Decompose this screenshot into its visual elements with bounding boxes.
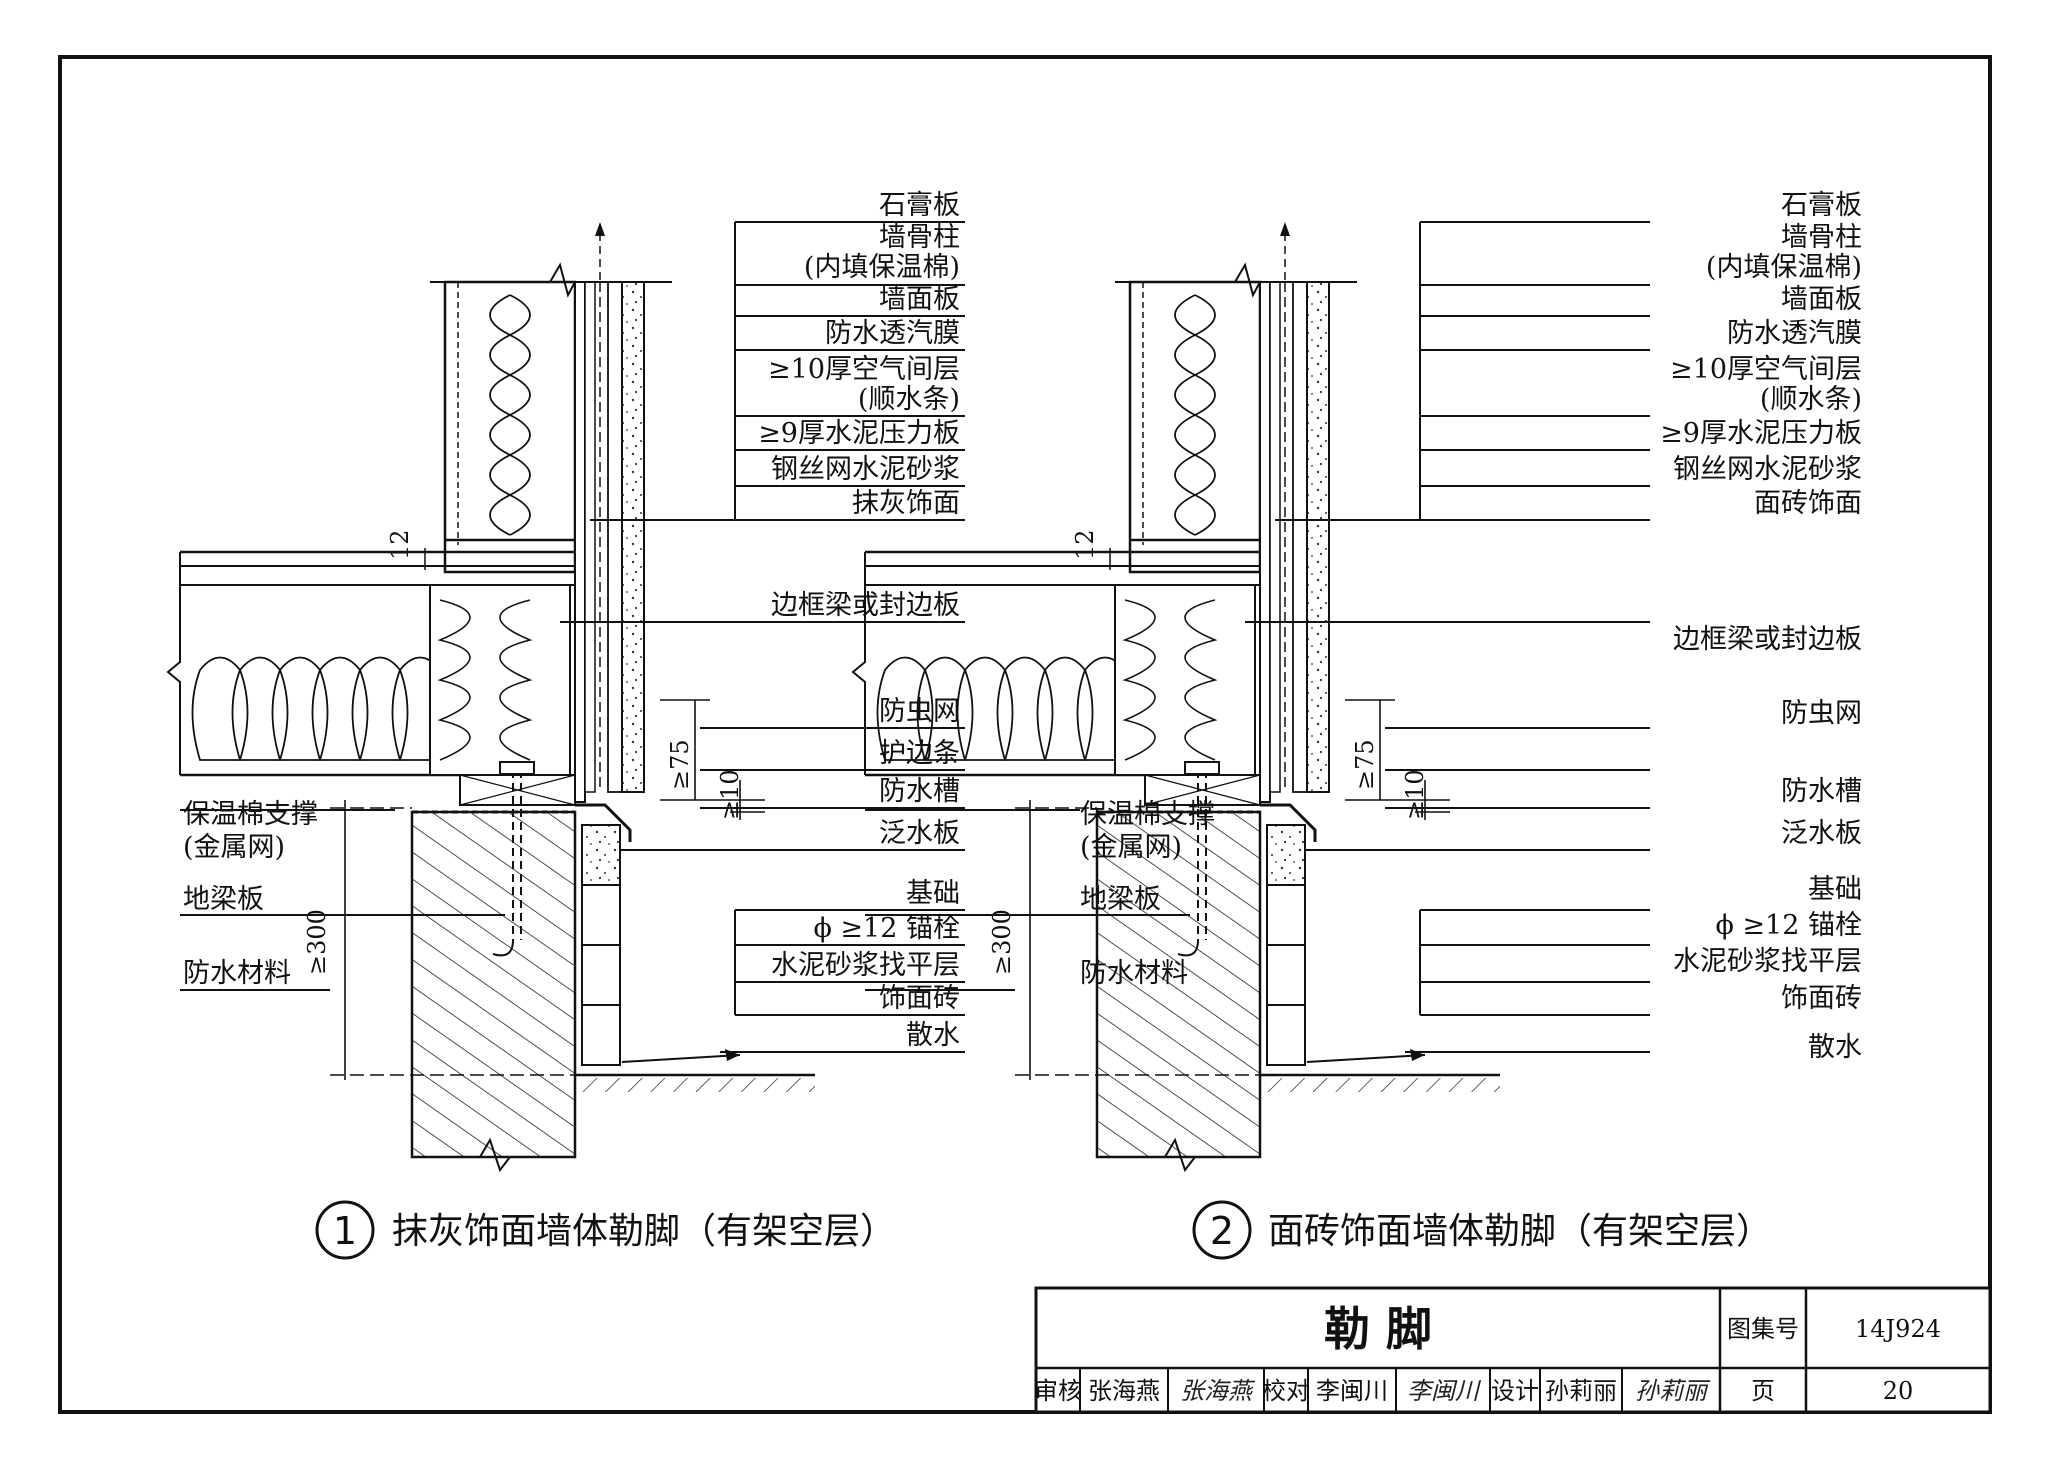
reviewer-signature: 张海燕 bbox=[1180, 1377, 1256, 1405]
label-batten: (顺水条) bbox=[1760, 384, 1862, 415]
dim-10: ≥10 bbox=[716, 769, 744, 820]
checker-signature: 李闽川 bbox=[1407, 1377, 1482, 1405]
detail-2-number-circle bbox=[1192, 1200, 1252, 1260]
designer-signature: 孙莉丽 bbox=[1635, 1377, 1711, 1405]
label-drip-groove: 防水槽 bbox=[879, 776, 960, 807]
label-apron: 散水 bbox=[906, 1020, 960, 1051]
sheet-border bbox=[58, 55, 1992, 1414]
label-finish: 面砖饰面 bbox=[1754, 488, 1862, 519]
label-air-gap: ≥10厚空气间层 bbox=[1670, 354, 1862, 385]
dim-300: ≥300 bbox=[988, 909, 1016, 975]
label-flashing: 泛水板 bbox=[879, 818, 960, 849]
label-insulation-support: 保温棉支撑 bbox=[1080, 799, 1215, 830]
design-label: 设计 bbox=[1491, 1377, 1539, 1405]
label-sheathing: 墙面板 bbox=[1781, 284, 1862, 315]
detail-1-title: 抹灰饰面墙体勒脚（有架空层） bbox=[392, 1211, 896, 1252]
label-rim-beam: 边框梁或封边板 bbox=[1673, 624, 1862, 655]
label-sill-plate: 地梁板 bbox=[1080, 884, 1161, 915]
label-flashing: 泛水板 bbox=[1781, 818, 1862, 849]
label-finish: 抹灰饰面 bbox=[852, 488, 960, 519]
label-foundation: 基础 bbox=[906, 878, 960, 909]
checker-name: 李闽川 bbox=[1316, 1377, 1388, 1405]
label-waterproofing: 防水材料 bbox=[183, 958, 291, 989]
label-mesh-mortar: 钢丝网水泥砂浆 bbox=[771, 454, 960, 485]
detail-2-labels: 石膏板 墙骨柱 (内填保温棉) 墙面板 防水透汽膜 ≥10厚空气间层 (顺水条)… bbox=[988, 190, 1862, 1260]
detail-1-number: 1 bbox=[333, 1209, 357, 1253]
detail-2-number: 2 bbox=[1210, 1209, 1234, 1253]
label-cement-board: ≥9厚水泥压力板 bbox=[758, 418, 960, 449]
label-insulation-fill: (内填保温棉) bbox=[804, 252, 960, 283]
label-gypsum-board: 石膏板 bbox=[879, 190, 960, 221]
label-insulation-support: 保温棉支撑 bbox=[183, 799, 318, 830]
review-label: 审核 bbox=[1034, 1377, 1082, 1405]
label-facing-tile: 饰面砖 bbox=[1781, 983, 1862, 1014]
label-wall-stud: 墙骨柱 bbox=[1781, 222, 1862, 253]
atlas-number-label: 图集号 bbox=[1727, 1315, 1799, 1343]
dim-10: ≥10 bbox=[1401, 769, 1429, 820]
reviewer-name: 张海燕 bbox=[1088, 1377, 1160, 1405]
label-air-gap: ≥10厚空气间层 bbox=[768, 354, 960, 385]
label-gypsum-board: 石膏板 bbox=[1781, 190, 1862, 221]
label-insect-screen: 防虫网 bbox=[1781, 698, 1862, 729]
detail-1-number-circle bbox=[315, 1200, 375, 1260]
label-membrane: 防水透汽膜 bbox=[825, 318, 960, 349]
detail-2-drawing bbox=[851, 220, 1652, 1172]
label-insect-screen: 防虫网 bbox=[879, 696, 960, 727]
label-foundation: 基础 bbox=[1808, 874, 1862, 905]
label-metal-mesh: (金属网) bbox=[183, 832, 285, 863]
label-wall-stud: 墙骨柱 bbox=[879, 222, 960, 253]
label-anchor-bolt: ϕ ≥12 锚栓 bbox=[813, 913, 960, 944]
label-leveling-layer: 水泥砂浆找平层 bbox=[1673, 946, 1862, 977]
dim-300: ≥300 bbox=[303, 909, 331, 975]
page-number: 20 bbox=[1883, 1377, 1914, 1405]
dim-75: ≥75 bbox=[666, 739, 694, 790]
drawing-title: 勒 脚 bbox=[1324, 1302, 1432, 1356]
label-anchor-bolt: ϕ ≥12 锚栓 bbox=[1715, 910, 1862, 941]
detail-1-labels: 石膏板 墙骨柱 (内填保温棉) 墙面板 防水透汽膜 ≥10厚空气间层 (顺水条)… bbox=[183, 190, 960, 1260]
detail-1-drawing bbox=[166, 221, 965, 1173]
label-rim-beam: 边框梁或封边板 bbox=[771, 590, 960, 621]
page-label: 页 bbox=[1751, 1377, 1775, 1405]
label-sheathing: 墙面板 bbox=[879, 284, 960, 315]
label-metal-mesh: (金属网) bbox=[1080, 832, 1182, 863]
label-leveling-layer: 水泥砂浆找平层 bbox=[771, 950, 960, 981]
dim-12: 12 bbox=[1071, 529, 1099, 560]
label-drip-groove: 防水槽 bbox=[1781, 776, 1862, 807]
designer-name: 孙莉丽 bbox=[1545, 1377, 1617, 1405]
label-cement-board: ≥9厚水泥压力板 bbox=[1660, 418, 1862, 449]
dim-75: ≥75 bbox=[1351, 739, 1379, 790]
detail-2-title: 面砖饰面墙体勒脚（有架空层） bbox=[1268, 1211, 1772, 1252]
label-edge-trim: 护边条 bbox=[879, 738, 960, 769]
label-batten: (顺水条) bbox=[858, 384, 960, 415]
title-block: 勒 脚 图集号 14J924 页 20 审核 张海燕 张海燕 校对 李闽川 李闽… bbox=[1034, 1286, 1992, 1414]
label-waterproofing: 防水材料 bbox=[1080, 958, 1188, 989]
label-sill-plate: 地梁板 bbox=[183, 884, 264, 915]
atlas-number: 14J924 bbox=[1855, 1315, 1941, 1343]
label-apron: 散水 bbox=[1808, 1032, 1862, 1063]
check-label: 校对 bbox=[1262, 1377, 1310, 1405]
label-mesh-mortar: 钢丝网水泥砂浆 bbox=[1673, 454, 1862, 485]
label-facing-tile: 饰面砖 bbox=[879, 983, 960, 1014]
dim-12: 12 bbox=[386, 529, 414, 560]
label-insulation-fill: (内填保温棉) bbox=[1706, 252, 1862, 283]
label-membrane: 防水透汽膜 bbox=[1727, 318, 1862, 349]
